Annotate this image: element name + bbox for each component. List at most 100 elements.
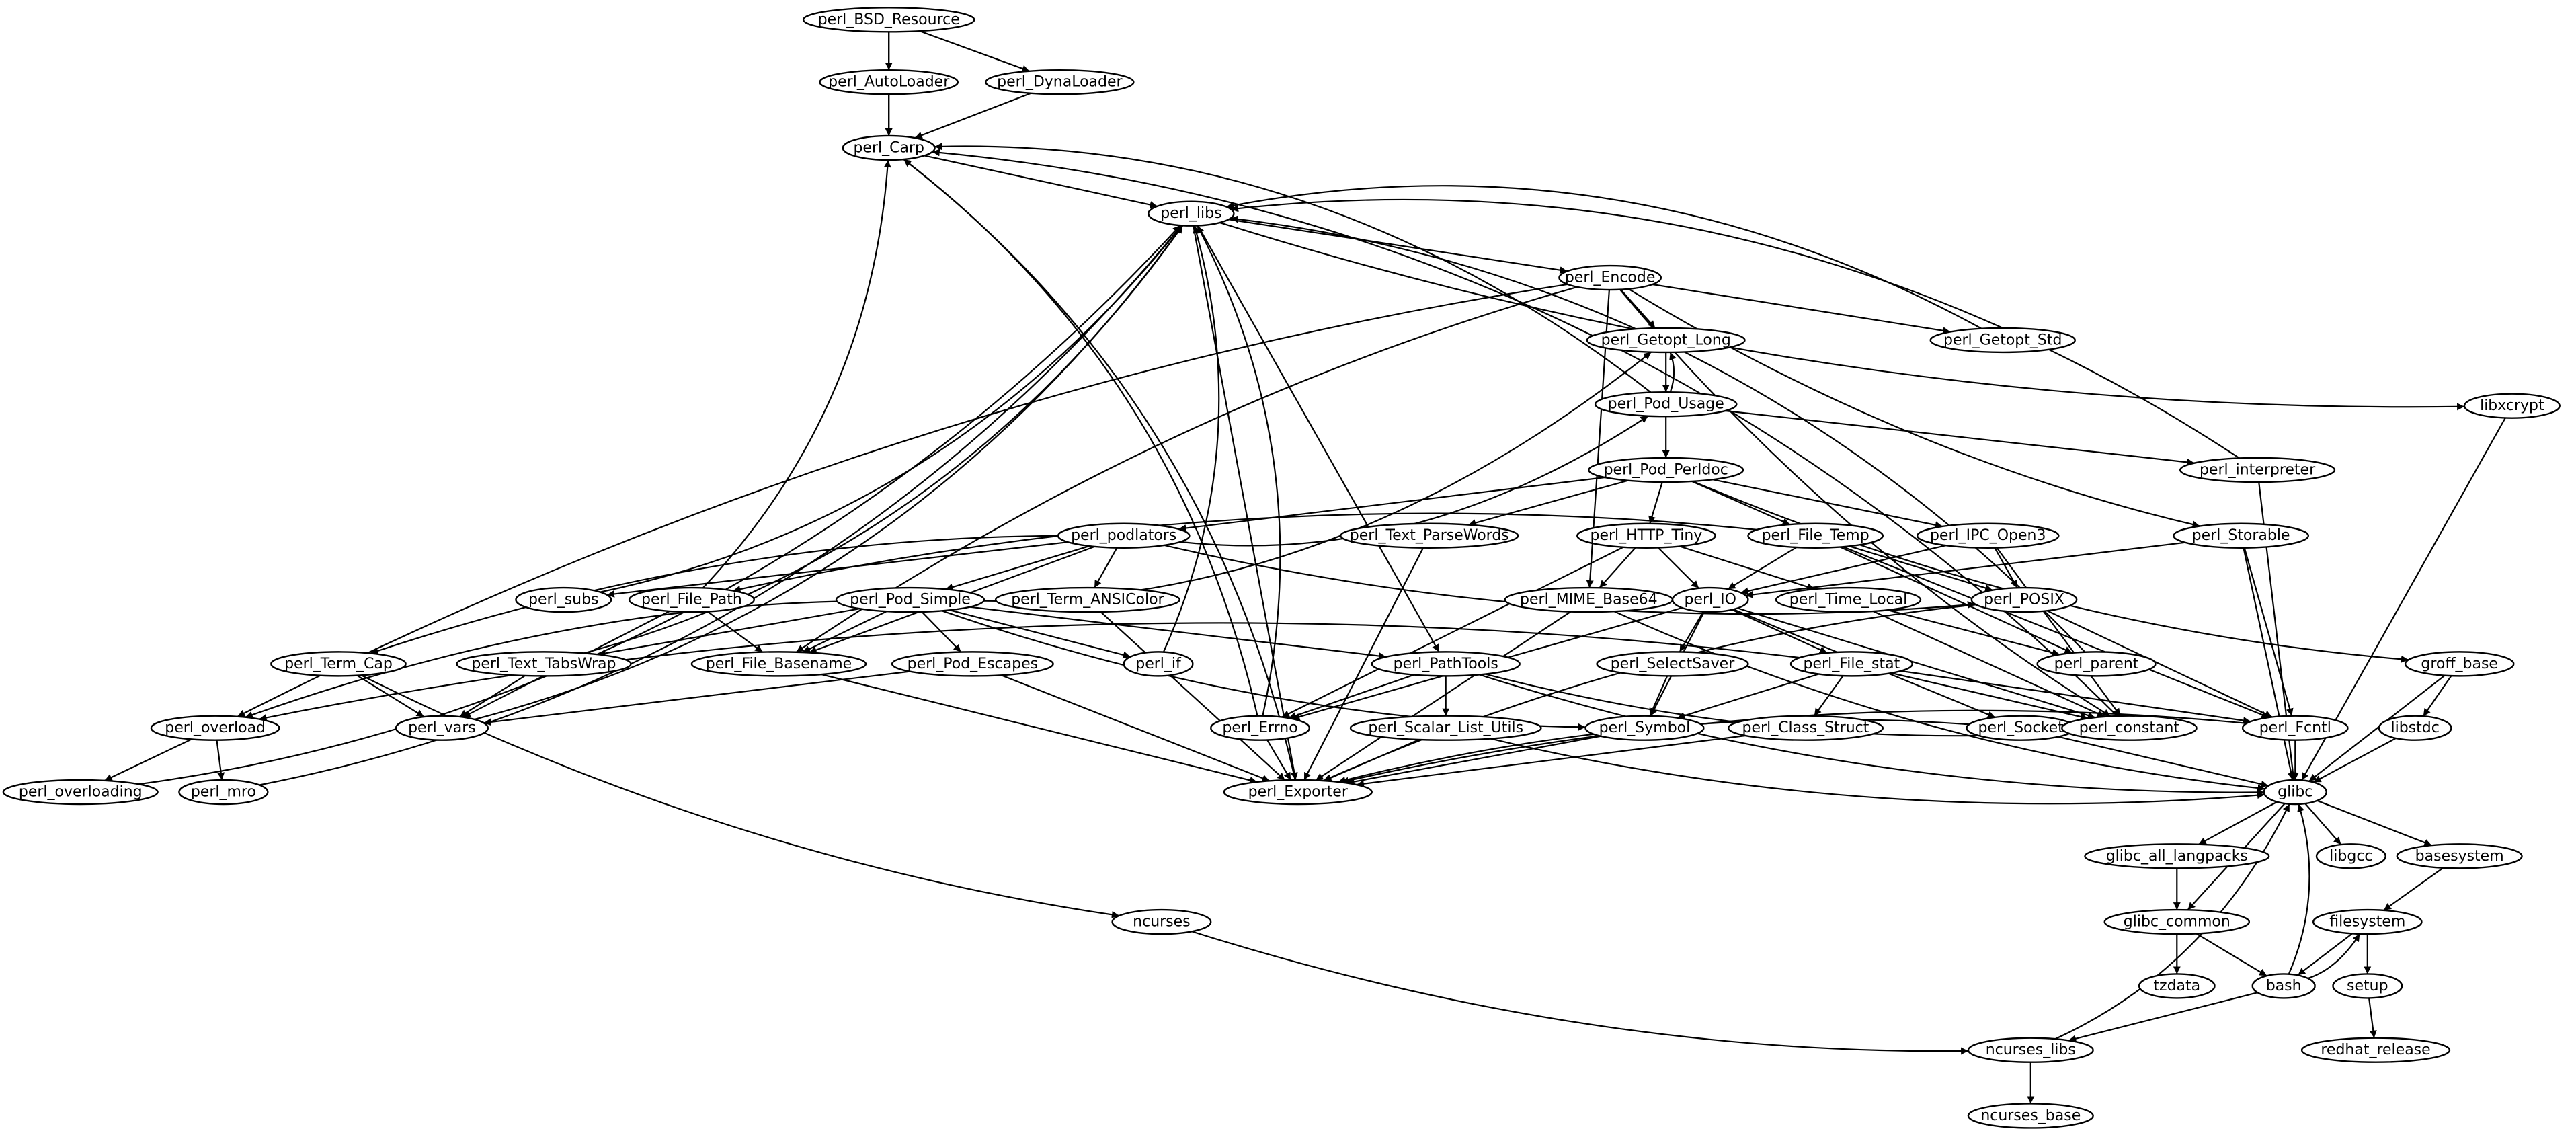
node-label: perl_overloading: [19, 784, 143, 801]
node-perl_parent[interactable]: perl_parent: [2036, 651, 2157, 677]
node-perl_Getopt_Long[interactable]: perl_Getopt_Long: [1586, 327, 1746, 354]
node-label: perl_POSIX: [1984, 592, 2064, 609]
node-perl_Time_Local[interactable]: perl_Time_Local: [1775, 586, 1922, 613]
node-tzdata[interactable]: tzdata: [2138, 973, 2216, 999]
node-shape: [2036, 651, 2157, 677]
node-ncurses_base[interactable]: ncurses_base: [1967, 1103, 2094, 1129]
node-perl_Pod_Simple[interactable]: perl_Pod_Simple: [835, 586, 985, 613]
node-shape: [1967, 1103, 2094, 1129]
edge-perl_PathTools-to-perl_Errno: [1288, 674, 1414, 719]
node-label: perl_constant: [2079, 719, 2180, 736]
node-perl_Term_ANSIColor[interactable]: perl_Term_ANSIColor: [994, 586, 1180, 613]
edge-perl_File_Temp-to-perl_parent: [1839, 546, 2072, 654]
edge-perl_Encode-to-perl_Getopt_Std: [1652, 283, 1951, 335]
node-perl_POSIX[interactable]: perl_POSIX: [1970, 586, 2078, 613]
node-perl_File_Path[interactable]: perl_File_Path: [628, 586, 755, 613]
node-perl_interpreter[interactable]: perl_interpreter: [2179, 457, 2336, 483]
node-basesystem[interactable]: basesystem: [2396, 843, 2523, 869]
node-label: perl_Getopt_Long: [1601, 331, 1731, 348]
node-perl_constant[interactable]: perl_constant: [2061, 715, 2198, 741]
node-shape: [2404, 651, 2515, 677]
node-perl_Scalar_List_Utils[interactable]: perl_Scalar_List_Utils: [1349, 715, 1542, 741]
node-perl_Symbol[interactable]: perl_Symbol: [1584, 715, 1705, 741]
edge-perl_podlators-to-perl_Term_Cap: [370, 535, 1058, 655]
node-label: perl_Getopt_Std: [1943, 331, 2062, 348]
node-perl_AutoLoader[interactable]: perl_AutoLoader: [819, 69, 959, 95]
node-glibc[interactable]: glibc: [2263, 779, 2327, 806]
node-redhat_release[interactable]: redhat_release: [2300, 1037, 2451, 1063]
edge-perl_Pod_Perldoc-to-perl_HTTP_Tiny: [1648, 481, 1663, 524]
node-perl_BSD_Resource[interactable]: perl_BSD_Resource: [802, 7, 975, 33]
node-perl_File_Temp[interactable]: perl_File_Temp: [1747, 522, 1884, 549]
node-perl_IPC_Open3[interactable]: perl_IPC_Open3: [1916, 522, 2060, 549]
edge-perl_Carp-to-perl_libs: [924, 155, 1158, 208]
node-perl_Text_ParseWords[interactable]: perl_Text_ParseWords: [1340, 522, 1519, 549]
node-perl_subs[interactable]: perl_subs: [515, 586, 612, 613]
node-label: perl_Pod_Simple: [850, 592, 971, 609]
edge-perl_File_Basename-to-perl_Exporter: [821, 674, 1258, 784]
node-perl_HTTP_Tiny[interactable]: perl_HTTP_Tiny: [1576, 522, 1716, 549]
node-perl_Fcntl[interactable]: perl_Fcntl: [2241, 715, 2349, 741]
node-perl_SelectSaver[interactable]: perl_SelectSaver: [1596, 651, 1749, 677]
node-ncurses_libs[interactable]: ncurses_libs: [1967, 1037, 2094, 1063]
edge-setup-to-redhat_release: [2368, 998, 2377, 1038]
node-perl_Term_Cap[interactable]: perl_Term_Cap: [270, 651, 407, 677]
node-perl_Class_Struct[interactable]: perl_Class_Struct: [1727, 715, 1884, 741]
node-groff_base[interactable]: groff_base: [2404, 651, 2515, 677]
edge-perl_Pod_Perldoc-to-perl_IPC_Open3: [1712, 479, 1943, 529]
node-shape: [1671, 586, 1749, 613]
edge-perl_HTTP_Tiny-to-perl_IO: [1657, 547, 1699, 589]
node-perl_overloading[interactable]: perl_overloading: [2, 779, 159, 806]
node-perl_Pod_Escapes[interactable]: perl_Pod_Escapes: [891, 651, 1054, 677]
node-perl_File_Basename[interactable]: perl_File_Basename: [690, 651, 867, 677]
edge-perl_Exporter-to-perl_Carp: [903, 159, 1296, 781]
node-perl_DynaLoader[interactable]: perl_DynaLoader: [985, 69, 1135, 95]
node-glibc_common[interactable]: glibc_common: [2103, 908, 2251, 935]
node-perl_Exporter[interactable]: perl_Exporter: [1223, 779, 1373, 806]
node-libgcc[interactable]: libgcc: [2315, 843, 2386, 869]
edge-perl_Pod_Simple-to-perl_Pod_Escapes: [921, 611, 962, 653]
node-perl_File_stat[interactable]: perl_File_stat: [1789, 651, 1914, 677]
edge-ncurses-to-ncurses_libs: [1191, 931, 1969, 1055]
node-perl_Pod_Perldoc[interactable]: perl_Pod_Perldoc: [1588, 457, 1744, 483]
node-perl_Text_TabsWrap[interactable]: perl_Text_TabsWrap: [456, 651, 632, 677]
node-label: perl_Time_Local: [1789, 592, 1908, 609]
edge-perl_SelectSaver-to-perl_Symbol: [1649, 675, 1668, 717]
edge-perl_Pod_Perldoc-to-groff_base: [1692, 480, 2409, 663]
node-perl_MIME_Base64[interactable]: perl_MIME_Base64: [1504, 586, 1674, 613]
node-perl_Pod_Usage[interactable]: perl_Pod_Usage: [1594, 391, 1738, 418]
node-shape: [2, 779, 159, 806]
node-setup[interactable]: setup: [2332, 973, 2403, 999]
node-label: glibc_common: [2124, 914, 2230, 931]
node-perl_Storable[interactable]: perl_Storable: [2173, 522, 2310, 549]
node-perl_vars[interactable]: perl_vars: [395, 715, 489, 741]
edge-perl_libs-to-perl_Exporter: [1193, 225, 1298, 781]
node-label: ncurses_base: [1980, 1107, 2081, 1124]
node-perl_libs[interactable]: perl_libs: [1148, 200, 1235, 227]
node-perl_Getopt_Std[interactable]: perl_Getopt_Std: [1929, 327, 2076, 354]
node-label: perl_parent: [2054, 656, 2139, 672]
node-libstdc[interactable]: libstdc: [2378, 715, 2452, 741]
node-shape: [2179, 457, 2336, 483]
node-perl_Carp[interactable]: perl_Carp: [842, 134, 936, 161]
edge-perl_File_stat-to-perl_Fcntl: [1900, 670, 2251, 724]
node-perl_IO[interactable]: perl_IO: [1671, 586, 1749, 613]
node-ncurses[interactable]: ncurses: [1111, 908, 1212, 935]
node-perl_PathTools[interactable]: perl_PathTools: [1371, 651, 1521, 677]
node-shape: [2173, 522, 2310, 549]
node-perl_Errno[interactable]: perl_Errno: [1210, 715, 1311, 741]
node-bash[interactable]: bash: [2251, 973, 2316, 999]
node-perl_Encode[interactable]: perl_Encode: [1558, 264, 1662, 291]
node-filesystem[interactable]: filesystem: [2312, 908, 2423, 935]
node-perl_if[interactable]: perl_if: [1123, 651, 1194, 677]
node-shape: [150, 715, 280, 741]
node-label: perl_BSD_Resource: [818, 11, 960, 28]
edge-perl_File_Temp-to-perl_POSIX: [1849, 545, 1993, 592]
node-perl_mro[interactable]: perl_mro: [178, 779, 269, 806]
node-perl_overload[interactable]: perl_overload: [150, 715, 280, 741]
edge-perl_Pod_Escapes-to-perl_vars: [483, 670, 910, 726]
node-libxcrypt[interactable]: libxcrypt: [2463, 393, 2561, 419]
node-perl_podlators[interactable]: perl_podlators: [1057, 522, 1191, 549]
node-perl_Socket[interactable]: perl_Socket: [1966, 715, 2076, 741]
node-glibc_all_langpacks[interactable]: glibc_all_langpacks: [2084, 843, 2270, 869]
